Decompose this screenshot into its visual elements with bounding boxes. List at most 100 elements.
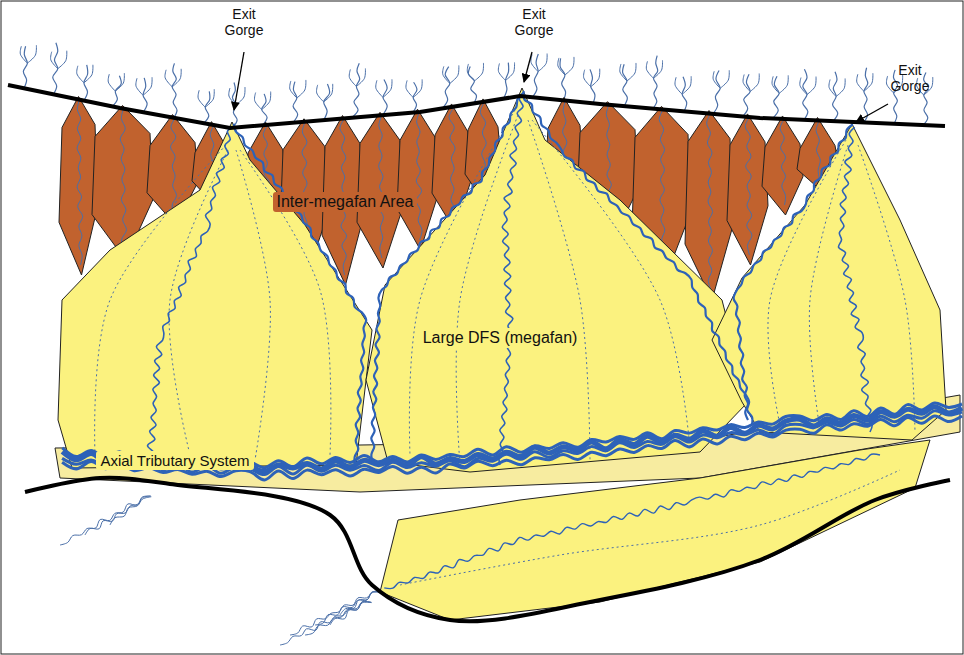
abandoned-channel [95, 145, 226, 455]
tributary-stream [532, 54, 538, 97]
tributary-stream [743, 74, 750, 91]
small-fan-channel [416, 112, 422, 240]
tributary-stream [675, 77, 682, 94]
tributary-stream [51, 52, 58, 69]
braided-channel [62, 416, 962, 480]
tributary-stream [349, 69, 356, 86]
small-fan-channel [707, 114, 713, 290]
tributary-stream [297, 80, 306, 98]
tributary-stream [136, 78, 143, 95]
margin-channel [234, 124, 367, 465]
tributary-stream [772, 76, 779, 93]
tributary-stream [893, 70, 897, 124]
tributary-stream [558, 58, 565, 75]
southern-tributary [110, 497, 151, 525]
small-fan-channel [120, 108, 126, 250]
tributary-stream [584, 70, 591, 87]
abandoned-channel [809, 145, 848, 430]
small-fan-channel [745, 117, 752, 255]
small-fan [762, 116, 803, 215]
small-fan-channel [816, 120, 820, 180]
tributary-stream [262, 92, 271, 110]
active-channel [838, 127, 872, 432]
abandoned-channel [169, 150, 228, 455]
tributary-stream [324, 84, 330, 120]
tributary-stream [565, 57, 574, 75]
tributary-stream [474, 63, 483, 81]
tributary-stream [627, 63, 636, 81]
tributary-stream [538, 54, 547, 72]
tributary-stream [205, 89, 214, 107]
tributary-stream [413, 79, 422, 97]
leader-arrow [234, 52, 244, 110]
region-label: Large DFS (megafan) [419, 328, 582, 348]
gorge-label: Exit Gorge [882, 62, 938, 94]
tributary-stream [406, 80, 413, 97]
tributary-stream [352, 63, 359, 117]
tributary-stream [443, 66, 450, 83]
abandoned-channel [409, 110, 515, 455]
tributary-stream [204, 91, 210, 123]
small-fan [727, 114, 768, 265]
tributary-stream [591, 69, 600, 87]
gorge-label: Exit Gorge [216, 6, 272, 38]
tributary-stream [198, 90, 205, 107]
tributary-stream [833, 72, 838, 122]
abandoned-channel [236, 150, 270, 460]
megafans [58, 88, 946, 472]
tributary-stream [620, 64, 627, 81]
gorge-label: Exit Gorge [506, 6, 562, 38]
tributary-stream [646, 61, 653, 78]
tributary-stream [653, 60, 662, 78]
small-fan-channel [170, 117, 176, 215]
tributary-stream [27, 45, 36, 63]
tributary-stream [829, 79, 836, 96]
tributary-stream [356, 68, 365, 86]
tributary-stream [720, 70, 729, 88]
tributary-stream [467, 64, 474, 81]
southern-tributary [290, 592, 381, 635]
tributary-stream [779, 75, 788, 93]
braided-channel [62, 411, 962, 475]
leader-arrow [856, 104, 888, 122]
tributary-stream [293, 82, 298, 123]
tributary-stream [115, 73, 124, 91]
tributary-stream [560, 58, 566, 100]
abandoned-channel [768, 140, 846, 425]
tributary-stream [653, 56, 658, 109]
tributary-stream [743, 74, 751, 116]
small-fan-channel [379, 115, 384, 258]
small-fan-channel [77, 99, 83, 265]
megafan-outline [712, 124, 946, 440]
tributary-stream [857, 74, 864, 91]
tributary-stream [450, 65, 459, 83]
tributary-stream [77, 66, 84, 83]
southern-tributary [330, 602, 371, 625]
tributary-stream [58, 51, 67, 69]
tributary-stream [108, 74, 115, 91]
southern-tributary [85, 496, 151, 535]
tributary-stream [143, 77, 152, 95]
tributary-stream [290, 81, 297, 98]
small-fan [357, 112, 403, 268]
tributary-stream [376, 80, 383, 97]
tributary-stream [682, 76, 691, 94]
tributary-stream [172, 63, 177, 118]
tributary-stream [165, 70, 172, 87]
fan-margin-channels [60, 91, 900, 645]
tributary-stream [772, 76, 779, 118]
tributary-stream [713, 71, 720, 88]
tributary-stream [324, 84, 333, 102]
tributary-stream [750, 73, 759, 91]
tributary-stream [864, 73, 873, 91]
tributary-stream [254, 93, 261, 110]
tributary-stream [531, 55, 538, 72]
tributary-stream [713, 71, 720, 114]
margin-channel [371, 93, 524, 462]
margin-channel [524, 91, 753, 425]
tributary-stream [800, 78, 807, 95]
mountain-front [8, 85, 945, 128]
tributary-stream [172, 69, 181, 87]
